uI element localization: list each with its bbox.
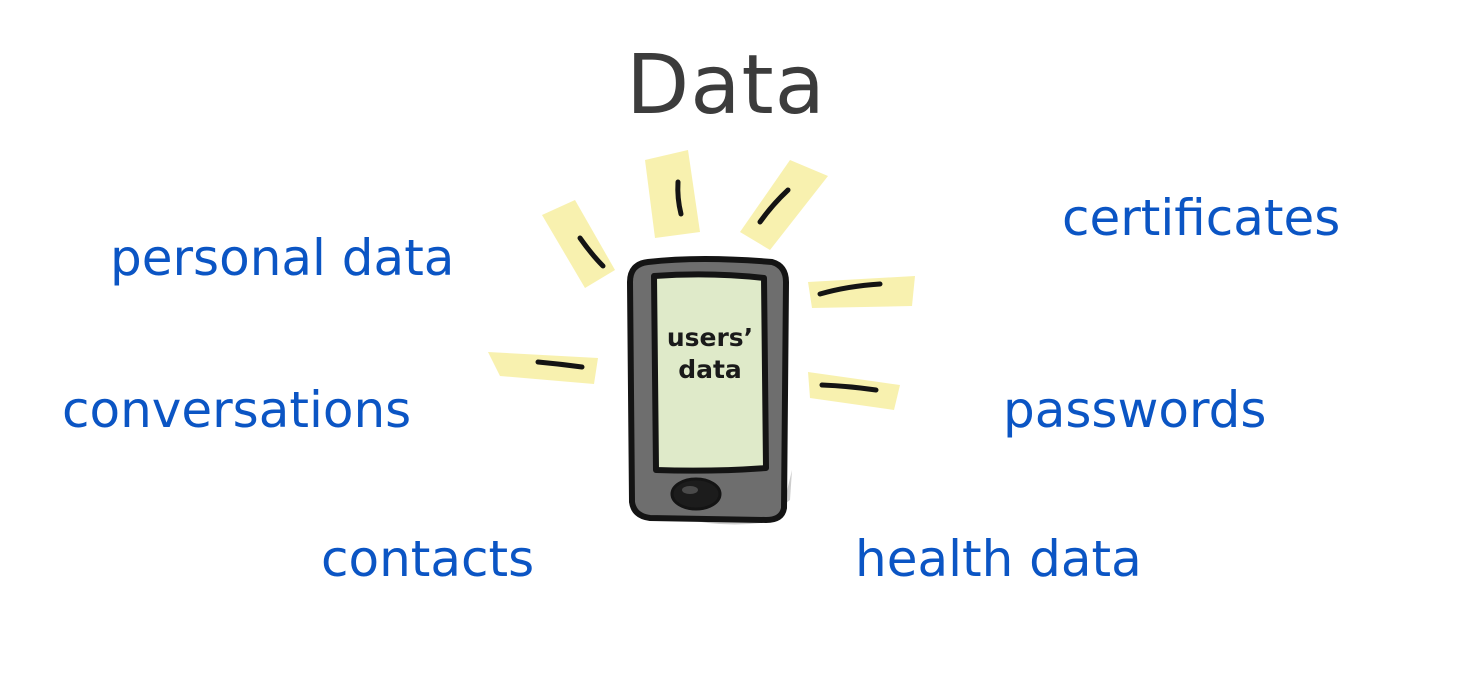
glow-ray bbox=[808, 276, 915, 308]
ray-stroke bbox=[819, 382, 879, 393]
ray-stroke bbox=[675, 179, 684, 217]
term-contacts: contacts bbox=[321, 530, 535, 588]
glow-ray bbox=[488, 352, 598, 384]
home-button bbox=[670, 477, 722, 511]
ray-stroke bbox=[817, 281, 883, 297]
term-certificates: certificates bbox=[1062, 189, 1341, 247]
term-passwords: passwords bbox=[1003, 381, 1267, 439]
ray-stroke bbox=[535, 359, 585, 370]
ray-stroke bbox=[757, 187, 791, 225]
phone-screen bbox=[651, 271, 769, 474]
glow-ray bbox=[542, 200, 615, 288]
home-button-highlight bbox=[682, 486, 698, 494]
screen-label-line1: users’ bbox=[666, 323, 754, 352]
screen-label: users’ data bbox=[655, 322, 765, 386]
glow-ray bbox=[808, 372, 900, 410]
term-conversations: conversations bbox=[62, 381, 412, 439]
glow-rays bbox=[488, 150, 915, 410]
term-personal-data: personal data bbox=[110, 229, 455, 287]
screen-label-line2: data bbox=[678, 355, 742, 384]
term-health-data: health data bbox=[855, 530, 1142, 588]
smartphone-icon bbox=[488, 150, 915, 525]
ray-stroke bbox=[577, 235, 606, 269]
glow-ray bbox=[645, 150, 700, 238]
glow-ray bbox=[740, 160, 828, 250]
page-title: Data bbox=[626, 38, 826, 133]
